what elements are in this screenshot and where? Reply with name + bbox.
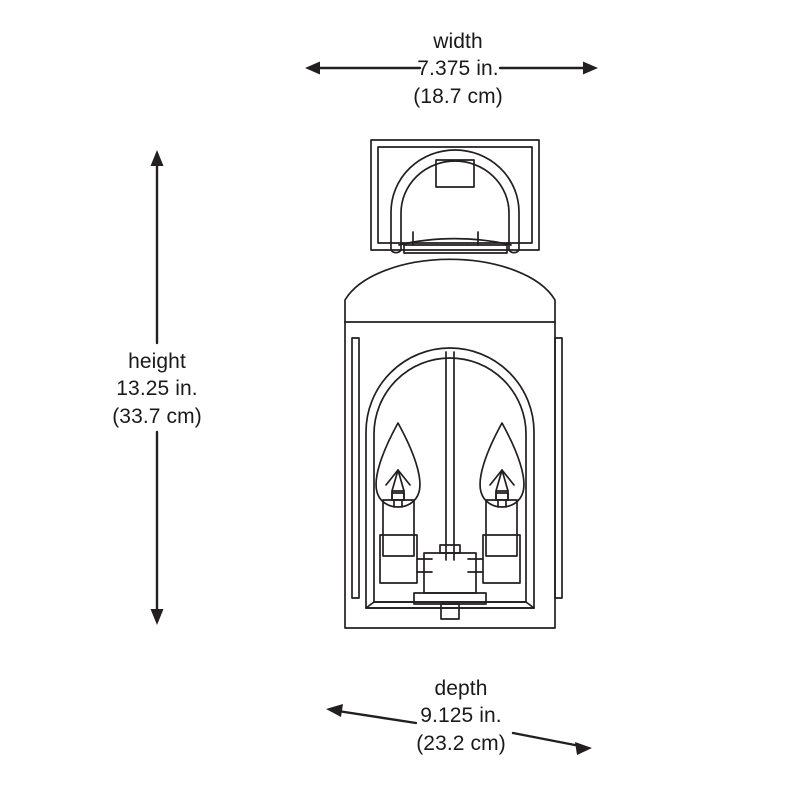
depth-dimension-label: depth 9.125 in. (23.2 cm) [336, 675, 586, 757]
depth-label-inches: 9.125 in. [420, 704, 502, 728]
arched-bracket [390, 149, 520, 254]
depth-arrow [326, 704, 592, 755]
bottom-frame-edge [365, 601, 535, 609]
height-dimension-label: height 13.25 in. (33.7 cm) [42, 348, 272, 430]
depth-label-centimeters: (23.2 cm) [416, 731, 506, 755]
dome-top [344, 258, 556, 323]
width-label-name: width [433, 30, 483, 53]
flame-bulb-left [375, 422, 421, 508]
width-dimension-label: width 7.375 in. (18.7 cm) [340, 28, 576, 110]
width-label-centimeters: (18.7 cm) [413, 84, 503, 108]
height-arrow [150, 150, 164, 625]
backplate [370, 139, 540, 251]
keyhole-square [435, 159, 475, 188]
side-rail-left [351, 337, 360, 599]
center-mullion [445, 351, 455, 561]
width-label-inches: 7.375 in. [417, 57, 499, 81]
width-arrow [305, 61, 598, 75]
socket-hub [413, 544, 487, 620]
flame-bulb-right [479, 422, 525, 508]
height-label-centimeters: (33.7 cm) [112, 404, 202, 428]
height-label-name: height [128, 350, 186, 373]
depth-label-name: depth [434, 677, 488, 700]
side-rail-right [554, 337, 563, 599]
bracket-arm [398, 231, 512, 254]
height-label-inches: 13.25 in. [116, 377, 198, 401]
